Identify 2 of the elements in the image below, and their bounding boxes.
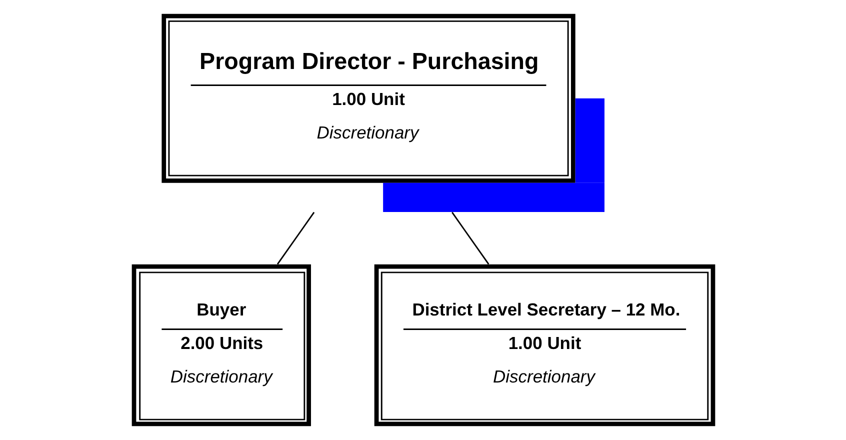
connector <box>276 212 314 265</box>
connector <box>451 212 489 265</box>
